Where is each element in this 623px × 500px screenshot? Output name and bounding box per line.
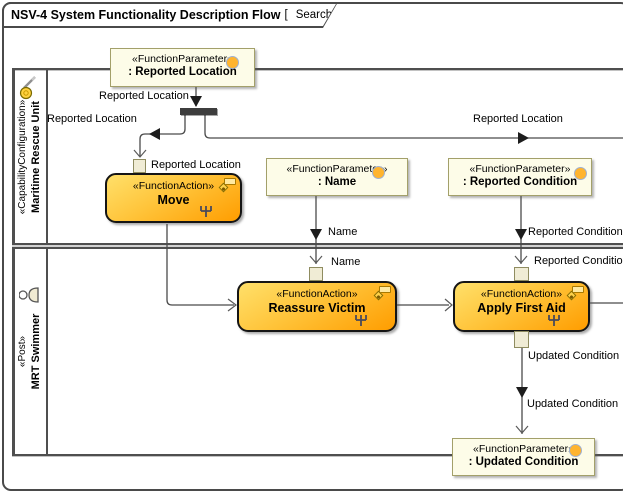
- swimlane-divider: [12, 243, 623, 249]
- edge-label[interactable]: Updated Condition: [527, 398, 619, 410]
- parameter-updated-condition[interactable]: «FunctionParameter» : Updated Condition: [452, 438, 595, 476]
- edge-move-to-reassure-victim[interactable]: [166, 224, 234, 306]
- stereotype-label: «FunctionAction»: [132, 180, 215, 192]
- parameter-name: : Name: [317, 176, 357, 188]
- behavior-indicator-icon: [379, 286, 391, 293]
- swimlane-left-border: [12, 68, 15, 457]
- rake-icon: [548, 315, 560, 326]
- swimlane-header-border: [46, 68, 48, 457]
- rake-icon: [355, 315, 367, 326]
- diagram-title: NSV-4 System Functionality Description F…: [11, 8, 281, 22]
- edge-label[interactable]: Reported Condition: [528, 226, 623, 238]
- edge-fork-to-move-pin[interactable]: [139, 115, 186, 157]
- arrowhead: [516, 387, 528, 398]
- behavior-indicator-icon: [224, 178, 236, 185]
- stereotype-label: «FunctionParameter»: [473, 443, 574, 455]
- bracket-open: [: [284, 9, 288, 21]
- action-reassure-victim[interactable]: «FunctionAction» Reassure Victim: [237, 281, 397, 332]
- arrowhead: [149, 128, 160, 140]
- edge-label[interactable]: Reported Location: [47, 113, 137, 125]
- swimlane-top-border: [13, 68, 623, 71]
- fork-node[interactable]: [180, 108, 217, 115]
- parameter-reported-condition[interactable]: «FunctionParameter» : Reported Condition: [448, 158, 592, 196]
- action-apply-first-aid[interactable]: «FunctionAction» Apply First Aid: [453, 281, 590, 332]
- stereotype-label: «FunctionParameter»: [469, 163, 571, 175]
- parameter-circle-icon: [372, 166, 385, 179]
- parameter-name[interactable]: «FunctionParameter» : Name: [266, 158, 408, 196]
- pin-label[interactable]: Reported Condition: [534, 255, 623, 267]
- pin-label[interactable]: Updated Condition: [528, 350, 620, 362]
- input-pin-apply-first-aid[interactable]: [514, 267, 529, 281]
- output-pin-apply-first-aid[interactable]: [514, 331, 529, 348]
- stereotype-label: «FunctionParameter»: [286, 163, 388, 175]
- open-arrowhead: [133, 149, 147, 158]
- edge-fork-to-right[interactable]: [204, 115, 623, 139]
- parameter-circle-icon: [226, 56, 239, 69]
- pin-label[interactable]: Reported Location: [151, 159, 241, 171]
- stereotype-label: «FunctionAction»: [480, 288, 563, 300]
- stereotype-label: «FunctionAction»: [276, 288, 358, 300]
- action-name: Reassure Victim: [268, 301, 366, 315]
- parameter-circle-icon: [569, 444, 582, 457]
- pin-label[interactable]: Name: [331, 256, 361, 268]
- open-arrowhead: [514, 255, 528, 264]
- stereotype-label: «FunctionParameter»: [132, 53, 233, 65]
- edge-label[interactable]: Reported Location: [99, 90, 189, 102]
- parameter-circle-icon: [574, 167, 587, 180]
- capability-configuration-icon: [19, 76, 36, 100]
- input-pin-move[interactable]: [133, 159, 146, 173]
- edge-label[interactable]: Reported Location: [473, 113, 563, 125]
- open-arrowhead: [515, 425, 529, 434]
- edge-label[interactable]: Name: [328, 226, 358, 238]
- action-name: Move: [157, 193, 190, 207]
- input-pin-reassure-victim[interactable]: [309, 267, 323, 281]
- behavior-indicator-icon: [572, 286, 584, 293]
- open-arrowhead: [227, 298, 237, 312]
- post-person-icon: [19, 287, 39, 303]
- arrowhead: [310, 229, 322, 240]
- parameter-name: : Reported Condition: [462, 176, 578, 188]
- parameter-name: : Reported Location: [128, 66, 237, 78]
- action-move[interactable]: «FunctionAction» Move: [105, 173, 242, 223]
- arrowhead: [515, 229, 527, 240]
- arrowhead: [518, 132, 529, 144]
- action-name: Apply First Aid: [477, 301, 566, 315]
- arrowhead: [190, 96, 202, 107]
- rake-icon: [200, 206, 212, 217]
- open-arrowhead: [444, 298, 453, 312]
- parameter-reported-location[interactable]: «FunctionParameter» : Reported Location: [110, 48, 255, 87]
- swimlane-bottom-border: [12, 454, 623, 457]
- parameter-name: : Updated Condition: [468, 456, 579, 468]
- open-arrowhead: [309, 255, 323, 264]
